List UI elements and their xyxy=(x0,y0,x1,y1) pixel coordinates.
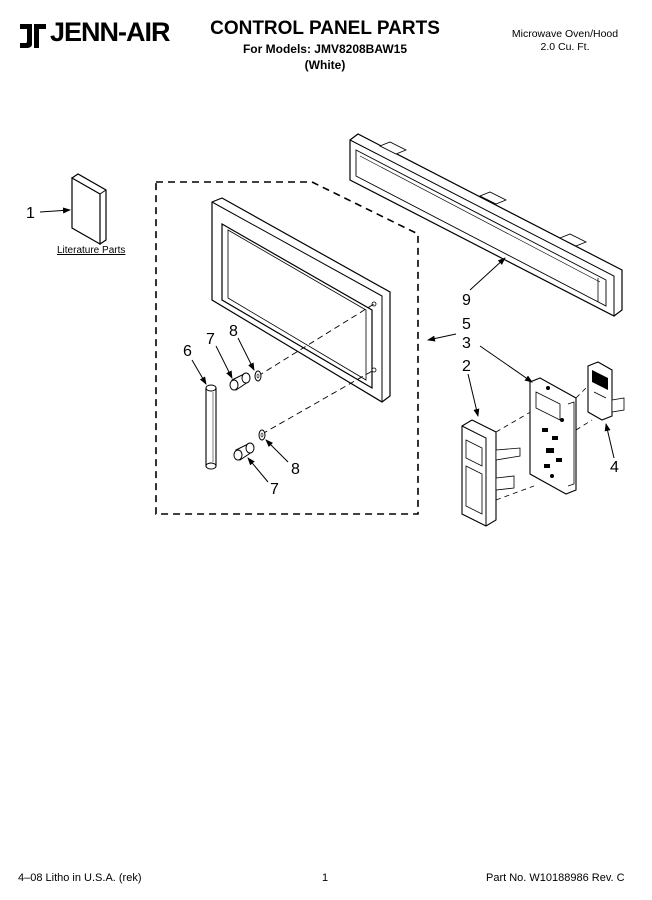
product-type: Microwave Oven/Hood xyxy=(511,28,619,40)
assembly-line-board-upper xyxy=(495,409,535,433)
handle-part xyxy=(205,384,217,470)
leader-line-7-lower xyxy=(247,457,269,483)
model-number: For Models: JMV8208BAW15 xyxy=(242,42,408,56)
brand-name: JENN-AIR xyxy=(50,17,171,47)
standoff-upper-part xyxy=(229,372,251,391)
door-frame-part xyxy=(211,197,391,403)
leader-line-8-upper xyxy=(237,337,255,371)
callout-7-lower: 7 xyxy=(270,481,279,498)
product-capacity: 2.0 Cu. Ft. xyxy=(540,41,590,53)
jenn-air-emblem-icon xyxy=(20,24,46,48)
leader-line-5 xyxy=(427,333,457,342)
washer-upper-part xyxy=(254,370,262,382)
callout-3: 3 xyxy=(462,335,471,352)
leader-line-8-lower xyxy=(265,439,289,463)
callout-2: 2 xyxy=(462,358,471,375)
assembly-line-board-lower xyxy=(495,485,535,501)
leader-line-4 xyxy=(604,423,615,459)
door-assembly-boundary xyxy=(155,181,419,515)
assembly-line-upper xyxy=(257,303,375,377)
callout-5: 5 xyxy=(462,316,471,333)
part-number: Part No. W10188986 Rev. C xyxy=(486,872,625,884)
leader-line-3 xyxy=(479,345,533,383)
callout-7-upper: 7 xyxy=(206,331,215,348)
literature-parts-label: Literature Parts xyxy=(57,245,126,256)
callout-8-lower: 8 xyxy=(291,461,300,478)
literature-booklet-part xyxy=(71,173,107,246)
assembly-line-bracket-upper xyxy=(575,383,591,399)
control-bracket-part xyxy=(587,361,625,421)
standoff-lower-part xyxy=(233,442,255,461)
assembly-line-lower xyxy=(261,369,375,435)
callout-9: 9 xyxy=(462,292,471,309)
control-panel-overlay-part xyxy=(461,419,521,527)
callout-6: 6 xyxy=(183,343,192,360)
callout-8-upper: 8 xyxy=(229,323,238,340)
leader-line-2 xyxy=(467,373,480,417)
assembly-line-bracket-lower xyxy=(575,419,593,431)
leader-line-6 xyxy=(191,359,207,385)
page-number: 1 xyxy=(322,872,329,884)
litho-note: 4–08 Litho in U.S.A. (rek) xyxy=(18,872,142,884)
washer-lower-part xyxy=(258,429,266,441)
callout-1: 1 xyxy=(26,205,35,222)
control-board-part xyxy=(529,377,577,495)
leader-line-7-upper xyxy=(215,345,233,379)
leader-line-1 xyxy=(39,207,71,214)
control-panel-trim-part xyxy=(349,133,623,317)
jenn-air-logo xyxy=(16,16,166,52)
model-color: (White) xyxy=(304,58,346,72)
leader-line-9 xyxy=(469,257,506,291)
callout-4: 4 xyxy=(610,459,619,476)
page-title: CONTROL PANEL PARTS xyxy=(210,18,440,39)
